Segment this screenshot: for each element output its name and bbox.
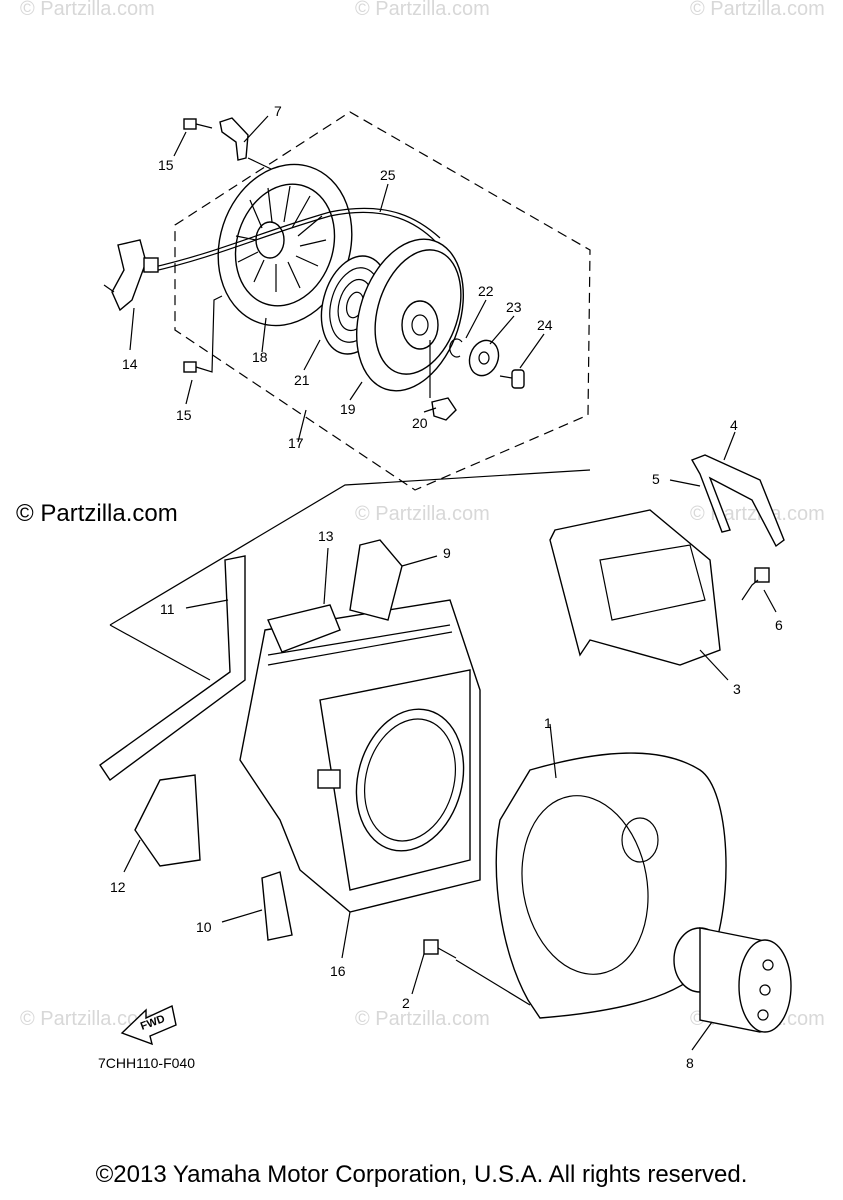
cartridge-filter bbox=[673, 927, 792, 1033]
bolt-lower bbox=[183, 295, 223, 373]
callout-labels: 1 2 3 4 5 6 7 8 9 10 11 12 13 14 15 15 1… bbox=[110, 103, 783, 1071]
callout-15-lower: 15 bbox=[176, 407, 192, 423]
duct-seal-small bbox=[267, 604, 341, 653]
callout-1: 1 bbox=[544, 715, 552, 731]
callout-2: 2 bbox=[402, 995, 410, 1011]
callout-3: 3 bbox=[733, 681, 741, 697]
upper-duct-cover bbox=[549, 509, 721, 666]
callout-4: 4 bbox=[730, 417, 738, 433]
callout-6: 6 bbox=[775, 617, 783, 633]
reference-line bbox=[109, 624, 211, 681]
watermark-text: © Partzilla.com bbox=[690, 0, 825, 20]
duct-seal-side bbox=[134, 774, 201, 867]
washer bbox=[468, 339, 500, 377]
callout-17: 17 bbox=[288, 435, 304, 451]
callout-23: 23 bbox=[506, 299, 522, 315]
callout-22: 22 bbox=[478, 283, 494, 299]
callout-16: 16 bbox=[330, 963, 346, 979]
starter-rope bbox=[149, 207, 441, 269]
starter-rope-edge bbox=[149, 211, 437, 273]
callout-leaders bbox=[123, 115, 777, 1051]
callout-18: 18 bbox=[252, 349, 268, 365]
watermark-text: © Partzilla.com bbox=[355, 503, 490, 525]
starter-handle bbox=[103, 239, 159, 312]
starter-case bbox=[217, 163, 353, 327]
callout-15-upper: 15 bbox=[158, 157, 174, 173]
callout-11: 11 bbox=[160, 601, 175, 617]
partzilla-brand-label: © Partzilla.com bbox=[16, 500, 178, 527]
circlip bbox=[449, 338, 463, 358]
callout-24: 24 bbox=[537, 317, 553, 333]
screw bbox=[499, 369, 525, 389]
reference-line bbox=[109, 469, 591, 626]
callout-5: 5 bbox=[652, 471, 660, 487]
cable-guide-bracket bbox=[219, 117, 291, 179]
copyright-notice: ©2013 Yamaha Motor Corporation, U.S.A. A… bbox=[95, 1161, 748, 1188]
callout-9: 9 bbox=[443, 545, 451, 561]
callout-14: 14 bbox=[122, 356, 138, 372]
callout-21: 21 bbox=[294, 372, 310, 388]
ratchet bbox=[431, 397, 457, 421]
rope-pulley bbox=[355, 238, 465, 392]
watermark-text: © Partzilla.com bbox=[355, 0, 490, 20]
shroud-bolt bbox=[423, 939, 531, 1006]
callout-13: 13 bbox=[318, 528, 334, 544]
callout-19: 19 bbox=[340, 401, 356, 417]
callout-12: 12 bbox=[110, 879, 126, 895]
starter-assembly-group-outline bbox=[174, 111, 591, 491]
duct-seal-lower bbox=[261, 871, 293, 941]
callout-20: 20 bbox=[412, 415, 428, 431]
callout-25: 25 bbox=[380, 167, 396, 183]
forward-direction-arrow: FWD bbox=[120, 1004, 177, 1046]
cooling-duct-housing bbox=[239, 599, 481, 913]
watermark-text: © Partzilla.com bbox=[20, 1008, 155, 1030]
watermark-text: © Partzilla.com bbox=[20, 0, 155, 20]
watermark-text: © Partzilla.com bbox=[355, 1008, 490, 1030]
diagram-code: 7CHH110-F040 bbox=[98, 1055, 195, 1071]
callout-10: 10 bbox=[196, 919, 212, 935]
duct-seal-long bbox=[99, 555, 246, 782]
cover-bracket bbox=[690, 454, 785, 548]
callout-8: 8 bbox=[686, 1055, 694, 1071]
bolt-upper bbox=[183, 118, 213, 130]
cover-bolt bbox=[741, 567, 770, 601]
callout-7: 7 bbox=[274, 103, 282, 119]
duct-seal-block bbox=[349, 539, 403, 621]
